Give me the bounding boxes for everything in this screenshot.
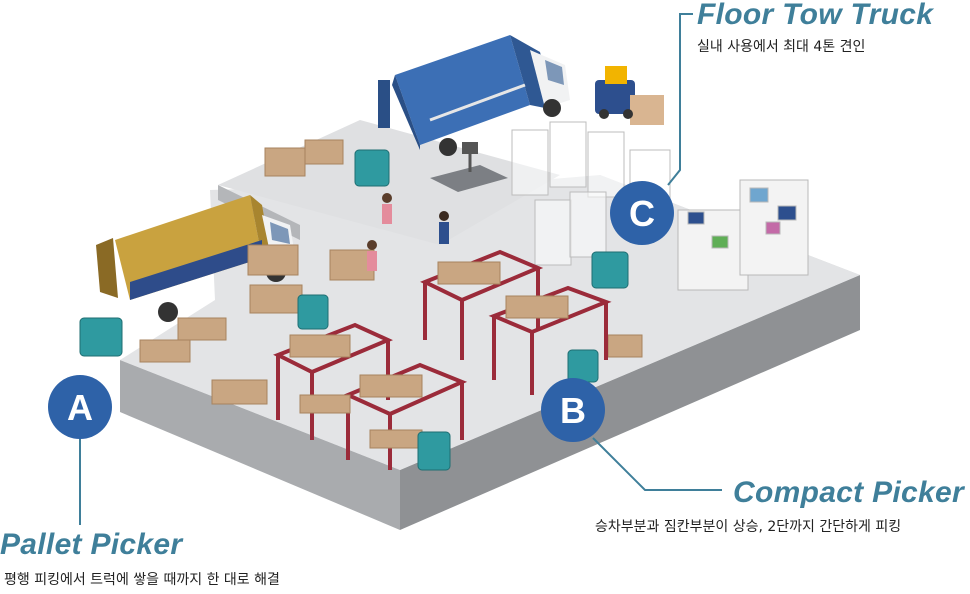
rack-boxes (289, 261, 569, 449)
storage-shelves (677, 179, 809, 291)
floor-tow-truck-title: Floor Tow Truck (697, 0, 934, 31)
platform-scale (430, 142, 508, 192)
badge-a: A (48, 375, 112, 439)
picker-vehicles (79, 149, 629, 471)
svg-text:C: C (629, 193, 655, 234)
leader-lines (79, 13, 722, 525)
svg-text:A: A (67, 387, 93, 428)
pallet-stacks (139, 139, 643, 405)
pallet-picker-description: 평행 피킹에서 트럭에 쌓을 때까지 한 대로 해결 (4, 572, 280, 588)
pallet-picker-title: Pallet Picker (0, 528, 183, 561)
compact-picker-description: 승차부분과 짐칸부분이 상승, 2단까지 간단하게 피킹 (595, 519, 902, 535)
delivery-truck-blue (378, 35, 570, 156)
floor-tow-truck-description: 실내 사용에서 최대 4톤 견인 (697, 39, 866, 55)
svg-text:B: B (560, 390, 586, 431)
compact-picker-title: Compact Picker (733, 476, 964, 509)
workers (367, 193, 449, 271)
floor-tow-truck-vehicle (595, 66, 664, 125)
badge-b: B (541, 378, 605, 442)
badge-c: C (610, 181, 674, 245)
